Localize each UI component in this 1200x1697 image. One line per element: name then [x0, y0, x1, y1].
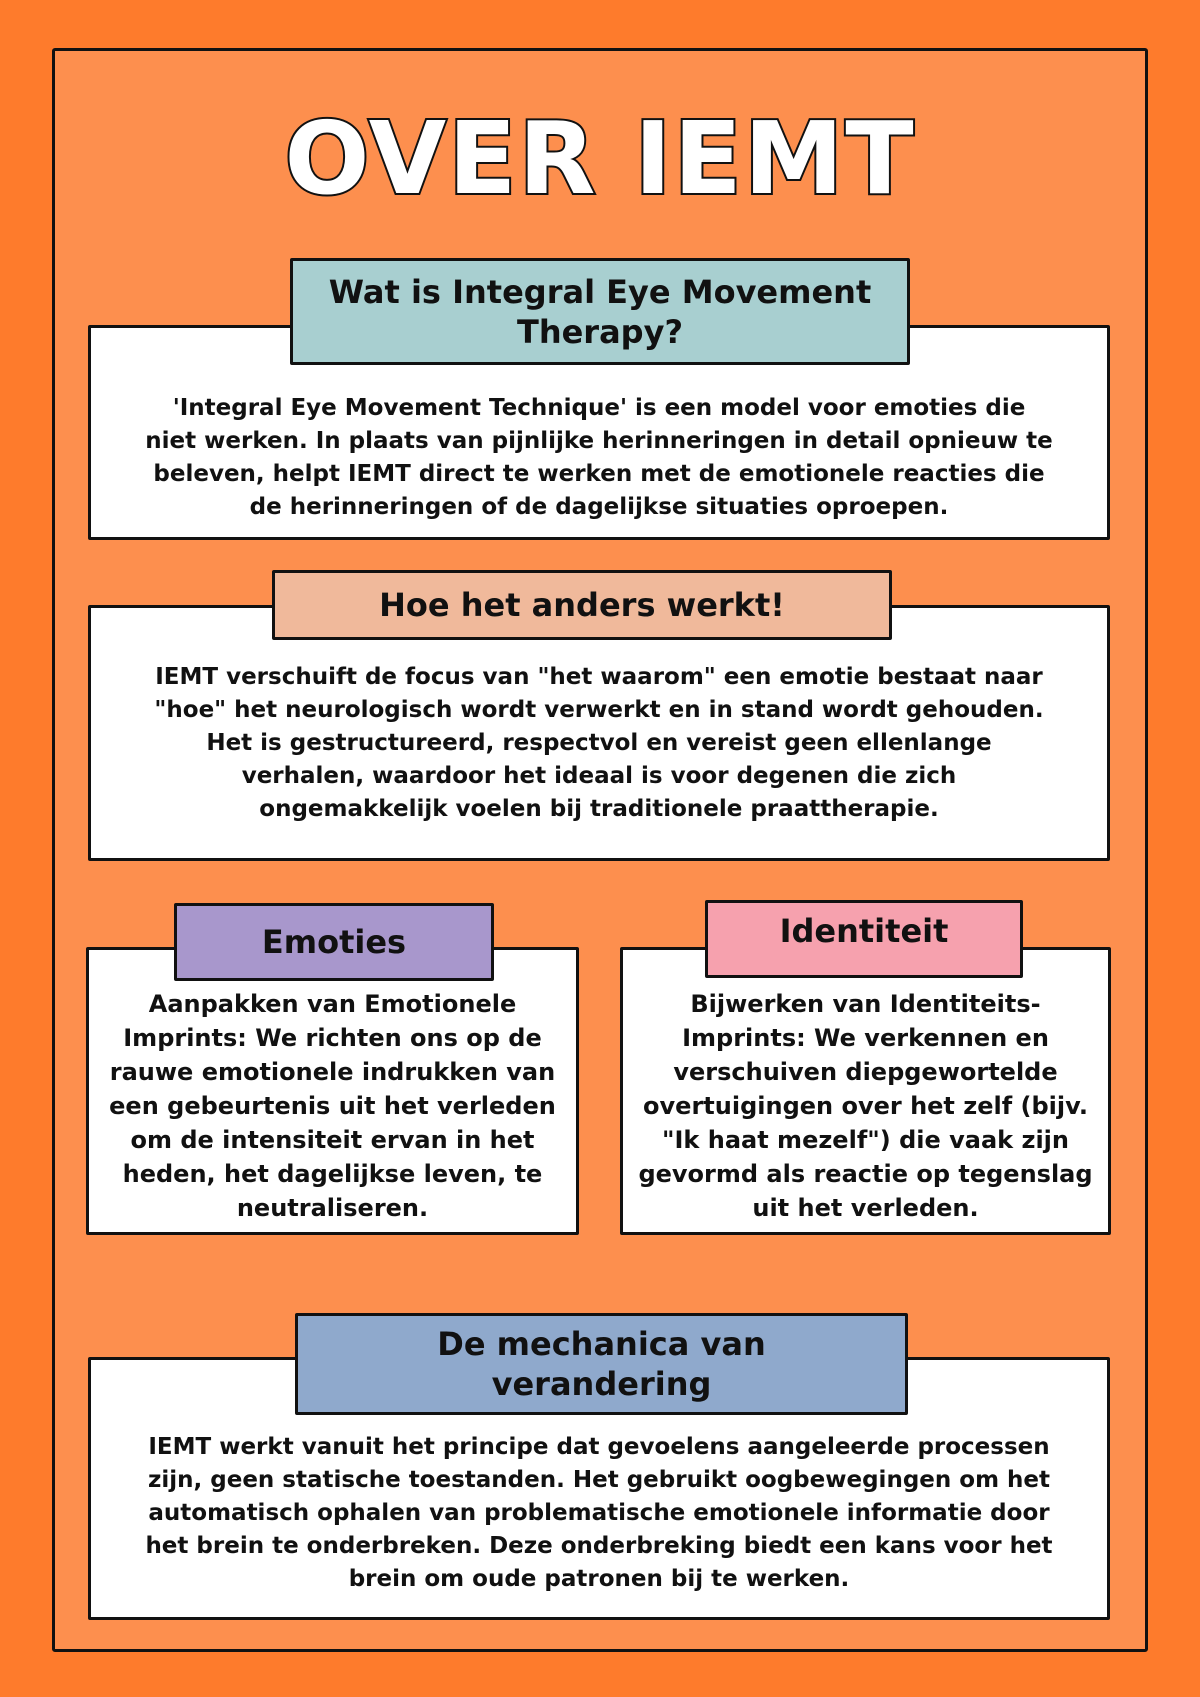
body-line: ongemakkelijk voelen bij traditionele pr… [259, 795, 939, 822]
body-line: neutraliseren. [236, 1194, 429, 1222]
body-line: "Ik haat mezelf") die vaak zijn [662, 1126, 1069, 1154]
body-line: brein om oude patronen bij te werken. [348, 1566, 850, 1592]
body-line: de herinneringen of de dagelijkse situat… [249, 493, 949, 520]
body-line: 'Integral Eye Movement Technique' is een… [172, 394, 1026, 421]
card-how-it-works: IEMT verschuift de focus van "het waarom… [88, 605, 1110, 861]
body-line: automatisch ophalen van problematische e… [148, 1500, 1050, 1526]
body-line: niet werken. In plaats van pijnlijke her… [145, 427, 1053, 454]
heading-line: verandering [491, 1365, 712, 1403]
body-line: Het is gestructureerd, respectvol en ver… [206, 729, 992, 756]
body-line: Aanpakken van Emotionele [148, 990, 517, 1018]
body-line: heden, het dagelijkse leven, te [122, 1160, 543, 1188]
body-line: verschuiven diepgewortelde [673, 1058, 1058, 1086]
body-line: het brein te onderbreken. Deze onderbrek… [145, 1533, 1053, 1559]
body-line: Imprints: We richten ons op de [123, 1024, 542, 1052]
body-line: verhalen, waardoor het ideaal is voor de… [241, 762, 957, 789]
body-line: om de intensiteit ervan in het [130, 1126, 535, 1154]
body-line: zijn, geen statische toestanden. Het geb… [147, 1467, 1051, 1493]
heading-line: Emoties [261, 923, 407, 961]
heading-line: De mechanica van [437, 1325, 766, 1363]
body-line: uit het verleden. [752, 1194, 979, 1222]
body-line: "hoe" het neurologisch wordt verwerkt en… [154, 696, 1044, 723]
body-line: overtuigingen over het zelf (bijv. [643, 1092, 1088, 1120]
poster-title: OVER IEMT [282, 98, 916, 219]
body-line: IEMT werkt vanuit het principe dat gevoe… [148, 1434, 1050, 1460]
heading-emoties: Emoties [174, 903, 494, 981]
body-line: IEMT verschuift de focus van "het waarom… [155, 663, 1043, 690]
heading-line: Therapy? [516, 312, 683, 351]
heading-line: Identiteit [779, 912, 949, 950]
body-line: gevormd als reactie op tegenslag [638, 1160, 1093, 1188]
body-line: Imprints: We verkennen en [682, 1024, 1049, 1052]
heading-identiteit: Identiteit [705, 900, 1023, 978]
body-line: rauwe emotionele indrukken van [109, 1058, 556, 1086]
body-line: beleven, helpt IEMT direct te werken met… [153, 460, 1045, 487]
body-line: Bijwerken van Identiteits- [690, 990, 1041, 1018]
body-line: een gebeurtenis uit het verleden [109, 1092, 556, 1120]
card-identiteit: Bijwerken van Identiteits- Imprints: We v… [620, 947, 1111, 1235]
heading-line: Wat is Integral Eye Movement [328, 272, 872, 311]
heading-line: Hoe het anders werkt! [379, 586, 785, 624]
heading-how-it-works: Hoe het anders werkt! [272, 570, 892, 640]
